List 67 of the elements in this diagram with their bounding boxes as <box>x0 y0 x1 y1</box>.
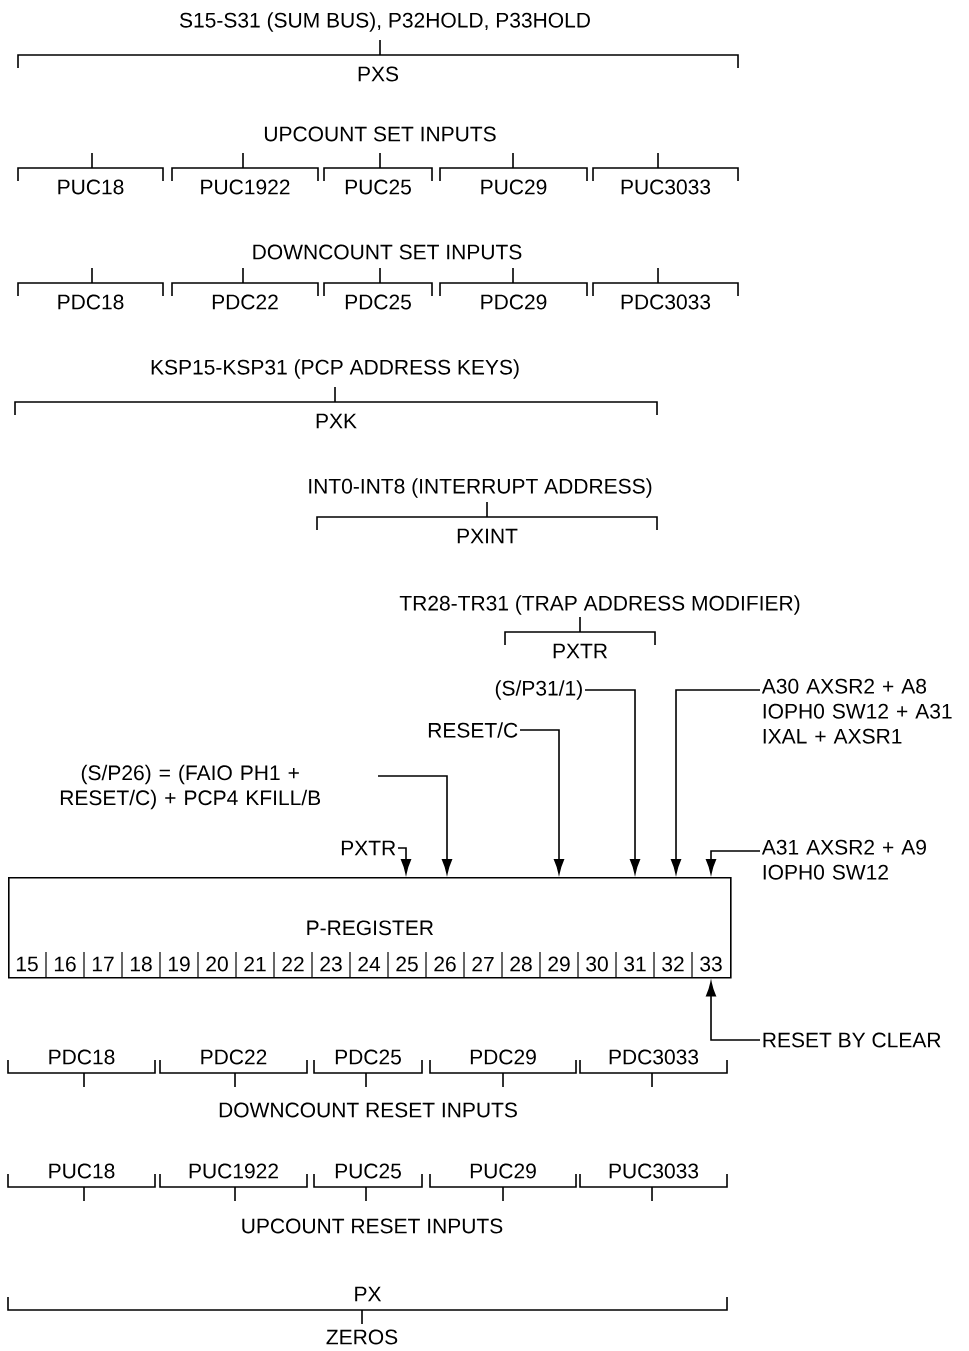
signal-group-label: INT0-INT8 (INTERRUPT ADDRESS) <box>309 478 652 498</box>
arrow <box>671 689 761 874</box>
bit-number: 28 <box>510 956 532 972</box>
bit-number: 33 <box>700 956 722 972</box>
bit-number: 32 <box>662 956 684 972</box>
bit-number: 17 <box>92 956 114 972</box>
bracket-label: PDC22 <box>201 1049 267 1065</box>
bracket-label: PXINT <box>457 528 518 544</box>
bracket-label: PUC3033 <box>621 179 711 195</box>
signal-group-label: DOWNCOUNT SET INPUTS <box>253 244 522 260</box>
bit-number: 21 <box>244 956 266 972</box>
signal-label: A30 AXSR2 + A8 IOPH0 SW12 + A31 IXAL + AXSR1 <box>761 678 952 744</box>
bit-number: 25 <box>396 956 418 972</box>
bracket-label: PDC18 <box>58 294 124 310</box>
bracket-label: PUC29 <box>481 179 547 195</box>
signal-label: PXTR <box>341 840 396 856</box>
signal-group-label: UPCOUNT RESET INPUTS <box>242 1218 503 1234</box>
signal-label: (S/P26) = (FAIO PH1 + RESET/C) + PCP4 KFILL/B <box>60 764 321 810</box>
signal-group-label: S15-S31 (SUM BUS), P32HOLD, P33HOLD <box>179 12 590 32</box>
bracket-label: PUC1922 <box>189 1163 278 1179</box>
bracket-label: PDC25 <box>345 294 411 310</box>
bracket-label: PUC25 <box>345 179 411 195</box>
bracket-label: PXS <box>358 66 399 82</box>
bracket-label: PDC22 <box>212 294 278 310</box>
bracket-label: PDC3033 <box>609 1049 699 1065</box>
bracket-label: PXK <box>316 413 357 429</box>
bracket-label: PX <box>355 1286 382 1302</box>
bit-number: 20 <box>206 956 228 972</box>
signal-group-label: DOWNCOUNT RESET INPUTS <box>219 1102 517 1118</box>
bit-number: 27 <box>472 956 494 972</box>
arrow <box>705 850 761 874</box>
bit-number: 26 <box>434 956 456 972</box>
bit-number: 16 <box>54 956 76 972</box>
bit-number: 15 <box>16 956 38 972</box>
bit-number: 19 <box>168 956 190 972</box>
signal-group-label: TR28-TR31 (TRAP ADDRESS MODIFIER) <box>399 595 800 615</box>
signal-group-label: KSP15-KSP31 (PCP ADDRESS KEYS) <box>151 359 519 379</box>
bit-number: 18 <box>130 956 152 972</box>
bit-number: 30 <box>586 956 608 972</box>
arrow <box>584 689 641 874</box>
bracket-label: PUC25 <box>335 1163 401 1179</box>
arrow <box>377 775 453 874</box>
bracket-label: PUC18 <box>49 1163 115 1179</box>
bit-number: 31 <box>624 956 646 972</box>
bracket-label: PDC3033 <box>621 294 711 310</box>
arrow <box>397 847 412 874</box>
signal-label: RESET/C <box>428 722 518 738</box>
bracket-label: PDC18 <box>49 1049 115 1065</box>
bracket-label: PDC29 <box>481 294 547 310</box>
bracket-label: PUC1922 <box>201 179 290 195</box>
bit-number: 29 <box>548 956 570 972</box>
bracket-label: PDC25 <box>335 1049 401 1065</box>
bracket-label: PUC3033 <box>609 1163 699 1179</box>
arrow <box>519 729 565 874</box>
arrow <box>705 981 761 1041</box>
bracket-label: PUC18 <box>58 179 124 195</box>
bracket-label: PUC29 <box>470 1163 536 1179</box>
bracket-label: PXTR <box>553 643 608 659</box>
signal-label: (S/P31/1) <box>495 680 582 700</box>
bit-number: 24 <box>358 956 381 972</box>
bit-number: 22 <box>282 956 304 972</box>
signal-group-label: ZEROS <box>326 1329 398 1345</box>
signal-label: RESET BY CLEAR <box>763 1032 941 1048</box>
signal-label: A31 AXSR2 + A9 IOPH0 SW12 <box>761 839 926 880</box>
bit-number: 23 <box>320 956 342 972</box>
bracket-label: PDC29 <box>470 1049 536 1065</box>
signal-group-label: UPCOUNT SET INPUTS <box>264 126 496 142</box>
